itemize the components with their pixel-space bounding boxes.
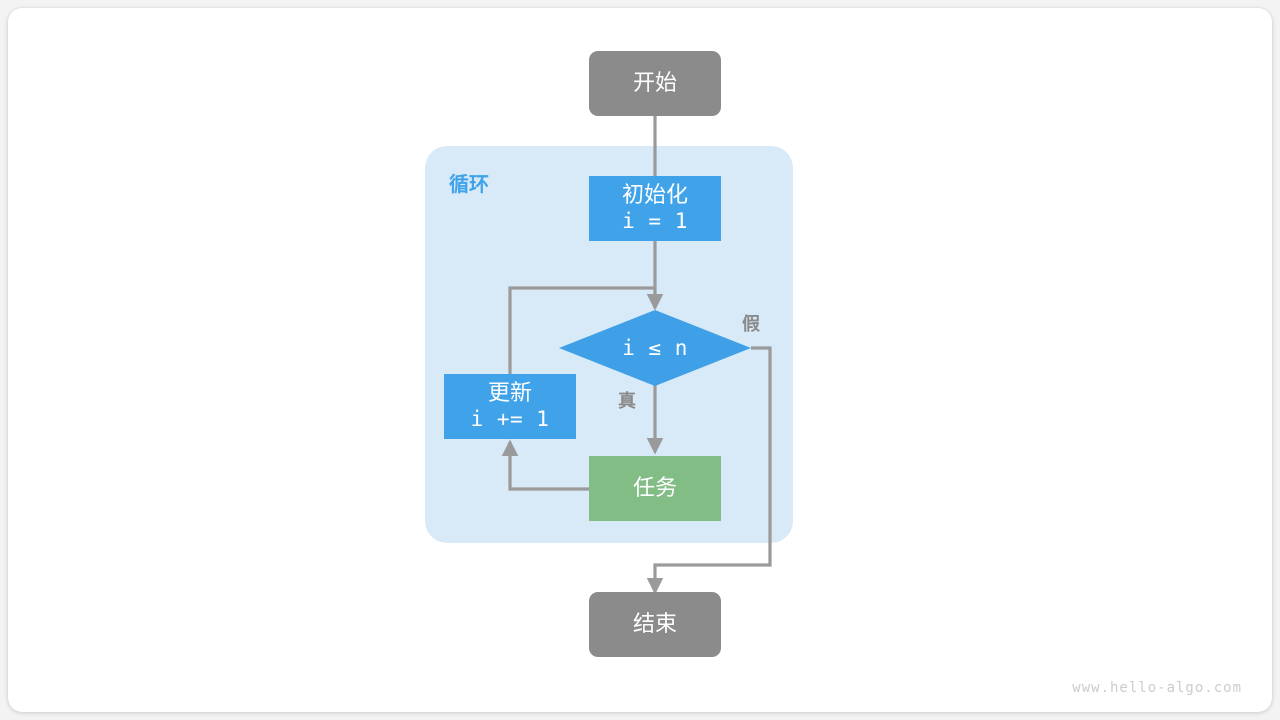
node-end[interactable]: [589, 592, 721, 657]
node-start[interactable]: [589, 51, 721, 116]
edge-task-to-update: [501, 439, 589, 491]
edge-update-to-cond: [508, 286, 655, 374]
loop-container-label: 循环: [449, 172, 489, 196]
node-task[interactable]: [589, 456, 721, 521]
node-condition[interactable]: [559, 310, 751, 386]
edge-cond-false-to-end: [646, 346, 772, 595]
edge-label-false: 假: [742, 314, 760, 335]
edge-label-true: 真: [618, 391, 636, 412]
edges: [501, 116, 772, 595]
node-init[interactable]: [589, 176, 721, 241]
node-update[interactable]: [444, 374, 576, 439]
watermark: www.hello-algo.com: [1072, 680, 1242, 696]
